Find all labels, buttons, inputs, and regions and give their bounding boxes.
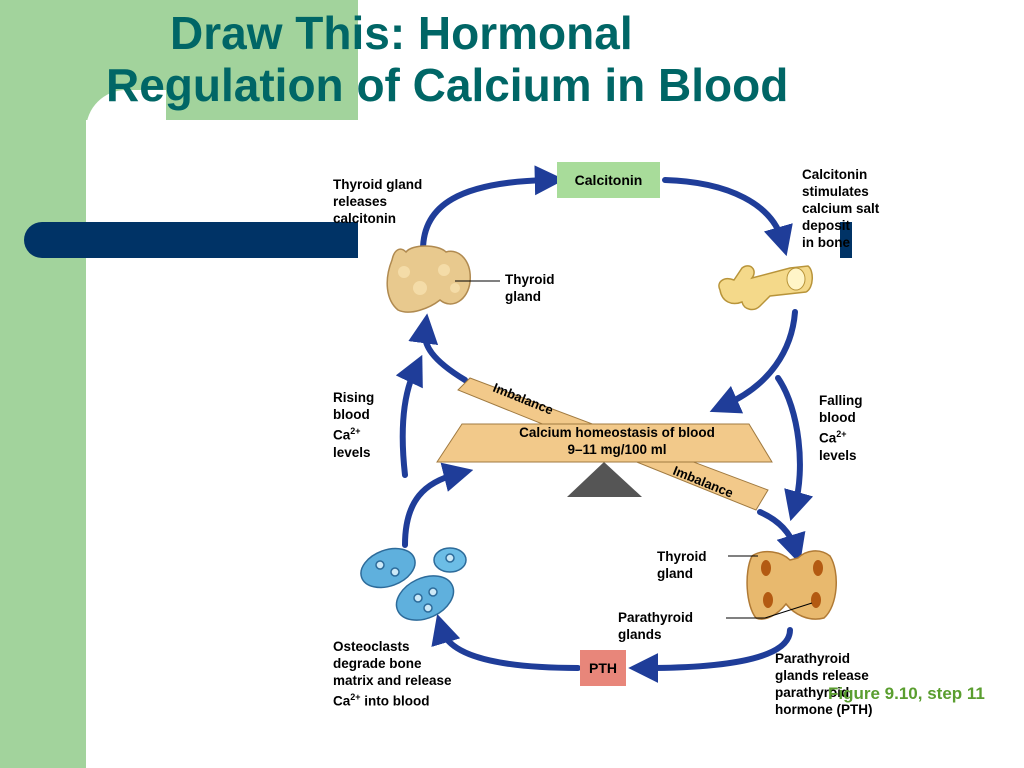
parathyroid-thyroid-icon [726,550,837,620]
navy-accent-tick [840,222,852,258]
figure-reference: Figure 9.10, step 11 [828,684,985,703]
title-line-1: Draw This: Hormonal [170,7,633,59]
thyroid-gland-icon [386,245,500,313]
arrow-imbalance-to-thyroid [408,313,468,383]
osteoclast-cells-icon [360,547,467,621]
parathyroid-glands-label: Parathyroid glands [618,610,694,642]
background-green-stripe [0,0,86,768]
arrow-bone-to-balance [709,309,798,414]
arrow-imbalance-to-parathyroid [757,509,806,565]
calcitonin-stimulates-label: Calcitonin stimulates calcium salt depos… [802,167,880,250]
navy-accent-bar [24,222,358,258]
thyroid-gland-bottom-label: Thyroid gland [657,549,707,581]
seesaw-fulcrum-icon [567,462,642,497]
thyroid-gland-top-label: Thyroid gland [505,272,555,304]
arrow-rising-up [395,354,423,478]
parathyroid-release-label: Parathyroid glands release parathyroid h… [775,651,873,717]
pth-box: PTH [580,650,626,686]
arrow-falling-down [775,375,814,522]
arrow-parathyroid-to-pth [628,627,793,683]
arrow-thyroid-to-calcitonin [420,165,565,253]
title-line-2: Regulation of Calcium in Blood [106,59,789,111]
background-white-corner [86,90,166,170]
arrow-osteoclasts-to-balance [402,462,474,548]
bone-icon [718,265,813,311]
arrow-pth-to-osteoclasts [431,613,581,671]
arrow-calcitonin-to-bone [662,177,793,257]
homeostasis-plank [436,423,773,463]
thyroid-releases-label: Thyroid gland releases calcitonin [333,177,423,226]
calcitonin-box: Calcitonin [557,162,660,198]
